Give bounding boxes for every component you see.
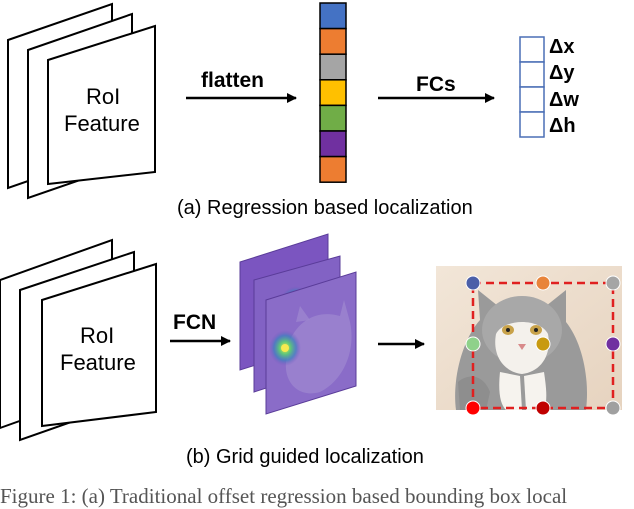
flatten-label: flatten [201,69,264,92]
output-delta-w: Δw [549,89,579,111]
caption-b: (b) Grid guided localization [186,446,424,468]
output-box-2 [519,86,545,113]
roi-label-a-line2: Feature [64,111,140,136]
output-box-1 [519,61,545,88]
output-delta-x: Δx [549,36,575,58]
grid-point-middle-1 [535,336,551,352]
output-box-3 [519,111,545,138]
grid-point-middle-0 [465,336,481,352]
roi-label-b-line2: Feature [60,350,136,375]
fcn-label: FCN [173,311,217,334]
output-delta-h: Δh [549,115,576,137]
grid-point-top-1 [535,275,551,291]
vector-cell-1 [319,27,347,55]
grid-point-top-0 [465,275,481,291]
vector-cell-3 [319,79,347,107]
grid-point-middle-2 [605,336,621,352]
vector-cell-4 [319,104,347,132]
grid-point-bottom-1 [535,400,551,416]
grid-points [465,275,621,416]
vector-cell-2 [319,53,347,81]
figure-canvas [0,2,622,442]
cat-image [436,266,622,410]
heatmap-stack [239,233,357,415]
caption-a: (a) Regression based localization [177,197,473,219]
grid-point-bottom-0 [465,400,481,416]
grid-point-bottom-2 [605,400,621,416]
grid-point-top-2 [605,275,621,291]
output-delta-y: Δy [549,62,575,84]
roi-label-b-line1: RoI [80,323,115,348]
roi-feature-stack-a [7,2,156,200]
vector-cell-5 [319,130,347,158]
regression-output-boxes [519,36,545,138]
fcs-label: FCs [416,73,456,96]
figure-footer-text: Figure 1: (a) Traditional offset regress… [0,484,568,508]
vector-cell-6 [319,155,347,183]
vector-cell-0 [319,2,347,30]
output-box-0 [519,36,545,63]
flattened-vector [319,2,347,183]
roi-feature-stack-b [0,238,157,442]
roi-label-a-line1: RoI [86,84,121,109]
